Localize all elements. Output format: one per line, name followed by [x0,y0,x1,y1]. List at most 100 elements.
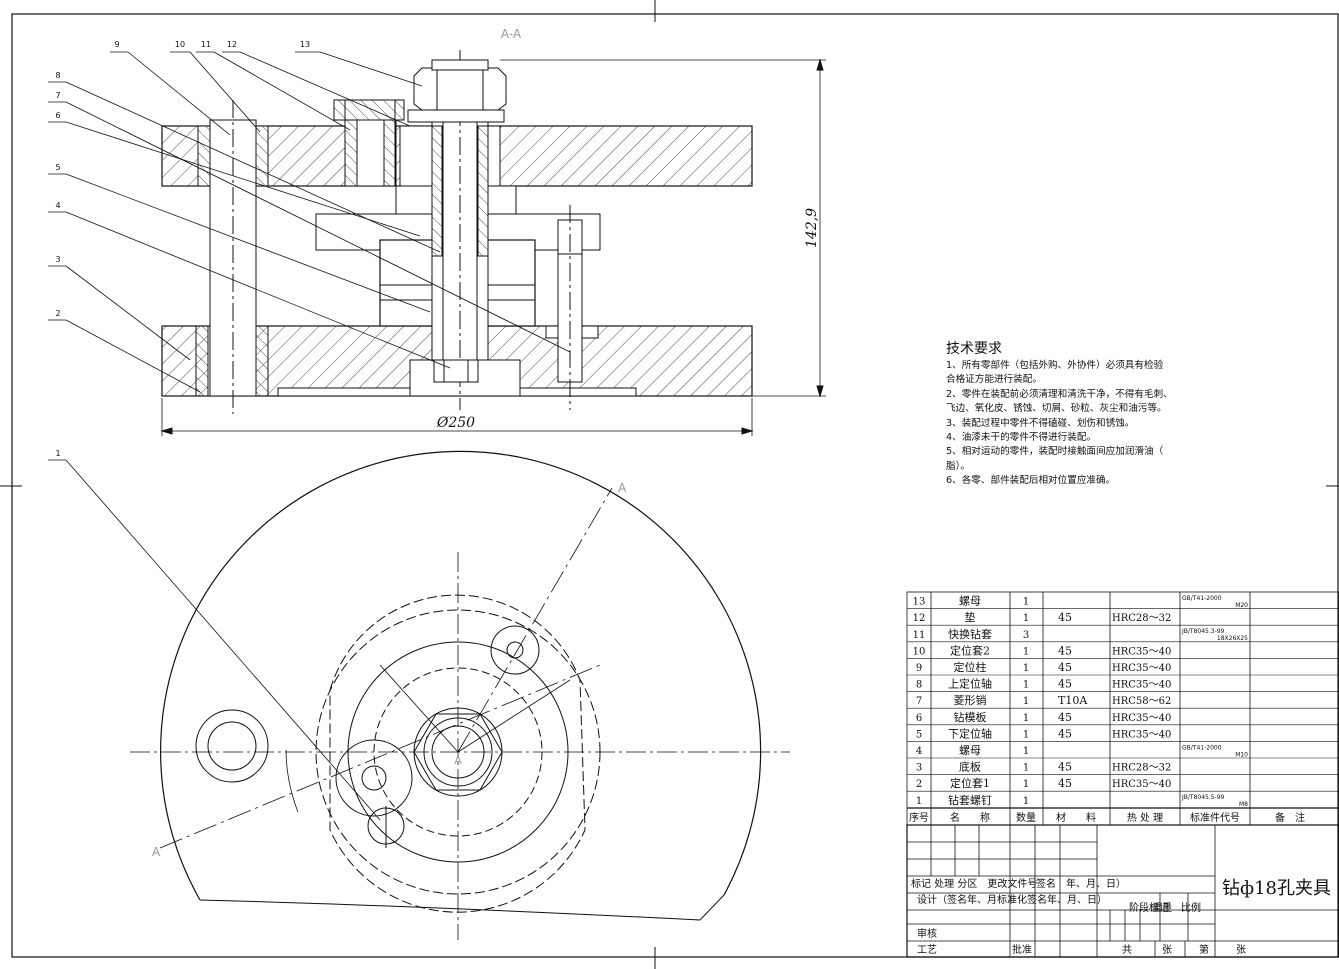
center-label: A [454,754,462,767]
drawing-title: 钻ф18孔夹具 [1222,878,1331,899]
bom-cell-no: 6 [916,713,922,724]
callout-9: 9 [114,40,119,49]
tech-line: 合格证方能进行装配。 [946,374,1042,386]
bom-header-std: 标准件代号 [1190,812,1240,824]
bom-cell-name: 定位套2 [950,643,990,657]
callout-13: 13 [300,40,310,49]
bom-cell-name: 螺母 [959,595,981,608]
tb-weight: 重量 [1152,901,1172,914]
bom-cell-qty: 1 [1023,646,1029,657]
bom-cell-heat: HRC35～40 [1112,680,1171,691]
technical-requirements: 技术要求 1、所有零部件（包括外购、外协件）必须具有检验 合格证方能进行装配。 … [946,338,1246,489]
bom-cell-material: T10A [1058,694,1088,707]
tb-approve: 批准 [1012,943,1032,956]
bom-cell-spec: 18X26X25 [1217,635,1248,642]
callout-leaders [48,51,571,821]
bom-cell-spec: M20 [1235,602,1248,609]
bom-cell-name: 钻套螺钉 [948,793,992,807]
tb-design: 设计（签名年、月标准化签名年、月、日） [917,893,1107,906]
bom-cell-heat: HRC58～62 [1112,696,1171,707]
bom-cell-no: 1 [916,796,922,807]
tech-line: 3、装配过程中零件不得磕碰、划伤和锈蚀。 [946,417,1135,429]
callout-4: 4 [55,201,60,210]
bom-cell-material: 45 [1058,761,1072,774]
bom-cell-std: JB/T8045.3-99 [1181,628,1225,635]
tech-line: 5、相对运动的零件，装配时接触面间应加润滑油（ [946,446,1164,458]
bom-cell-heat: HRC28～32 [1112,763,1171,774]
tb-scale: 比例 [1181,901,1201,914]
bom-cell-name: 定位套1 [950,776,990,790]
callout-10: 10 [175,40,185,49]
bom-cell-no: 9 [916,663,922,674]
bom-cell-name: 定位柱 [954,660,987,674]
section-view: A-A [160,27,826,436]
quick-change-bushing [333,99,405,121]
callout-12: 12 [227,40,237,49]
tb-sheets: 张 [1162,944,1172,956]
bom-row-lines [907,608,1339,809]
bom-cell-qty: 1 [1023,597,1029,608]
tech-line: 脂）。 [946,460,970,472]
bom-cell-heat: HRC35～40 [1112,729,1171,740]
bom-cell-name: 底板 [959,760,981,774]
diameter-dimension: Ø250 [436,415,475,431]
tech-line: 4、油漆未干的零件不得进行装配。 [946,432,1097,444]
bom-header: 序号 名 称 数量 材 料 热 处 理 标准件代号 备 注 [909,811,1305,824]
tb-sheets2: 张 [1236,944,1246,956]
bom-cell-qty: 1 [1023,696,1029,707]
bom-cell-material: 45 [1058,678,1072,691]
tb-stage: 阶段标记 [1129,901,1169,914]
left-post [195,709,269,783]
bom-cell-heat: HRC35～40 [1112,779,1171,790]
bushing-hole-lower [335,739,413,817]
bom-cell-qty: 1 [1023,680,1029,691]
bom-cell-no: 10 [913,646,926,657]
bom-cell-heat: HRC35～40 [1112,713,1171,724]
bushing-hole-upper [490,625,540,675]
bom-cell-name: 下定位轴 [948,726,992,740]
bom-cell-qty: 1 [1023,746,1029,757]
tb-marks-b: 签名 年、月、日） [1036,877,1126,890]
tech-line: 1、所有零部件（包括外购、外协件）必须具有检验 [946,360,1164,371]
callout-1: 1 [55,449,60,458]
bom-cell-std: GB/T41-2000 [1182,744,1222,751]
bom-cell-no: 13 [913,597,926,608]
tech-line: 飞边、氧化皮、锈蚀、切屑、砂粒、灰尘和油污等。 [946,403,1167,415]
bom-cell-no: 12 [913,613,926,624]
bom-cell-no: 8 [916,680,922,691]
tb-review: 审核 [917,927,937,940]
callout-8: 8 [55,71,60,80]
bom-header-no: 序号 [909,811,929,824]
bom-cell-material: 45 [1058,661,1072,674]
bom-cell-material: 45 [1058,777,1072,790]
bom-cell-name: 快换钻套 [948,627,992,641]
bushing-2 [195,325,209,397]
callout-5: 5 [55,163,60,172]
tech-title: 技术要求 [946,341,1002,357]
bom-cell-heat: HRC35～40 [1112,646,1171,657]
bom-cell-qty: 1 [1023,779,1029,790]
washer [407,109,505,123]
bom-cell-no: 5 [916,729,922,740]
title-block-text: 标记 处理 分区 更改文件号 签名 年、月、日） 设计（签名年、月标准化签名年、… [911,877,1331,956]
callout-2: 2 [55,309,60,318]
bom-cell-std: GB/T41-2000 [1182,595,1222,602]
callout-11: 11 [201,40,211,49]
bom-cell-heat: HRC28～32 [1112,613,1171,624]
callout-numbers: 9 10 11 12 13 8 7 6 5 4 3 2 1 [55,40,310,458]
bom-cell-name: 上定位轴 [948,677,992,691]
bom-cell-material: 45 [1058,727,1072,740]
tb-process: 工艺 [917,944,937,956]
tb-total: 共 [1122,944,1132,956]
callout-6: 6 [55,111,60,120]
bom-cell-qty: 1 [1023,713,1029,724]
bom-cell-no: 3 [916,763,922,774]
bom-cell-std: JB/T8045.5-99 [1181,794,1225,801]
top-view: A A A [130,450,790,940]
bom-cell-qty: 1 [1023,729,1029,740]
bom-cell-qty: 1 [1023,663,1029,674]
callout-3: 3 [55,255,60,264]
height-dimension: 142,9 [804,208,820,248]
